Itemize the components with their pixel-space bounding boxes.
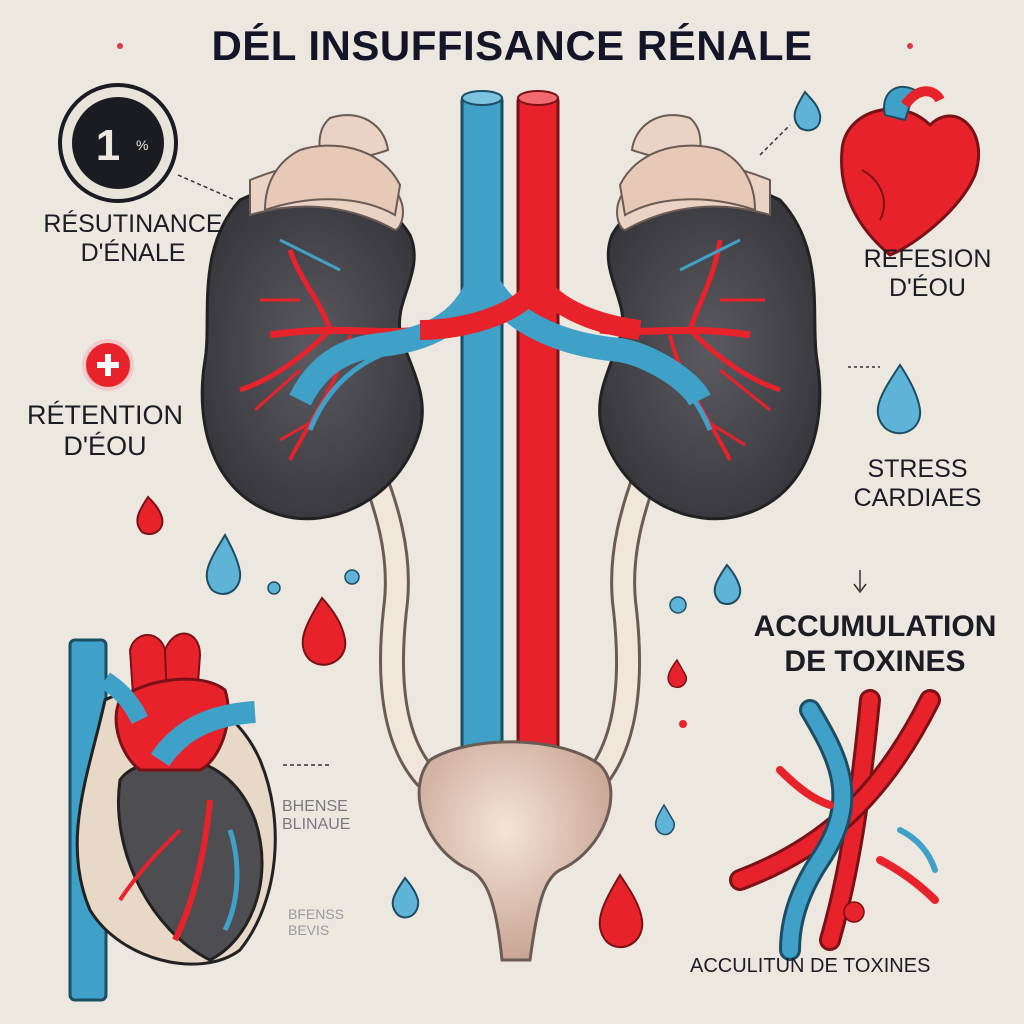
heart-icon (759, 85, 981, 257)
label-right-lower-line2: DE TOXINES (784, 644, 966, 678)
label-right-top-line1: REFESION (863, 245, 992, 273)
page-title: DÉL INSUFFISANCE RÉNALE (211, 22, 813, 69)
label-left-mid: RÉTENTION D'ÉOU (10, 400, 200, 462)
left-kidney (200, 114, 424, 521)
label-left-top: RÉSUTINANCE D'ÉNALE (18, 210, 248, 268)
title-dot-left (117, 43, 123, 49)
anatomical-heart-icon (68, 632, 330, 1002)
right-kidney (598, 114, 822, 521)
badge-small-text: % (136, 137, 148, 153)
plus-circle-icon (82, 339, 134, 391)
title-dot-right (907, 43, 913, 49)
label-left-top-line2: D'ÉNALE (80, 238, 186, 267)
label-faded-1: BHENSE BLINAUE (282, 798, 392, 835)
label-right-mid-line2: CARDIAES (853, 483, 982, 512)
bladder (417, 740, 613, 962)
label-left-top-line1: RÉSUTINANCE (43, 210, 223, 238)
label-faded-2: BFENSS BEVIS (288, 906, 398, 938)
water-drop-icon (136, 90, 922, 949)
label-faded-2-line2: BEVIS (288, 922, 330, 939)
label-faded-1-line2: BLINAUE (282, 816, 351, 834)
label-right-top: REFESION D'ÉOU (845, 245, 1010, 303)
blood-vessel-icon (729, 689, 941, 961)
badge-number: 1 (96, 121, 120, 170)
label-right-lower-line1: ACCUMULATION (753, 610, 997, 643)
label-bottom-right: ACCULITUN DE TOXINES (690, 955, 931, 977)
label-right-lower: ACCUMULATION DE TOXINES (745, 610, 1005, 679)
central-vessels (289, 90, 711, 777)
label-faded-2-line1: BFENSS (288, 906, 345, 922)
label-right-mid-line1: STRESS (867, 455, 968, 483)
label-right-top-line2: D'ÉOU (888, 273, 966, 302)
label-right-mid: STRESS CARDIAES (830, 455, 1005, 513)
label-left-mid-line2: D'ÉOU (63, 431, 147, 462)
label-left-mid-line1: RÉTENTION (26, 400, 183, 430)
percentage-badge-icon: 1 % (58, 83, 236, 203)
label-faded-1-line1: BHENSE (282, 798, 348, 815)
